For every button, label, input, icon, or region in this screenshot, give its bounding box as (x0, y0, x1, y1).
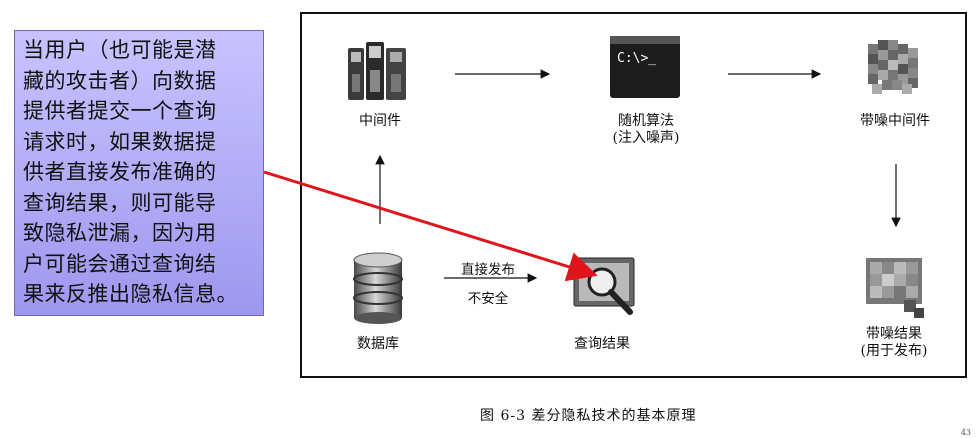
terminal-text: C:\>_ (617, 51, 656, 66)
page-number: 43 (960, 428, 971, 437)
direct-publish-label: 直接发布 (461, 262, 515, 278)
noisy-result-subtitle: (用于发布) (860, 343, 928, 359)
callout-line: 供者直接发布准确的 (23, 160, 217, 184)
noisy-middleware-icon (868, 40, 918, 94)
callout-line: 致隐私泄漏，因为用 (23, 221, 217, 245)
callout-line: 果来反推出隐私信息。 (23, 282, 238, 306)
noisy-result-icon (866, 258, 924, 318)
callout-line: 当用户（也可能是潜 (23, 38, 217, 62)
callout-line: 提供者提交一个查询 (23, 99, 217, 123)
diagram-frame: 中间件 C:\>_ 随机算法 (注入噪声) 带噪中间件 (300, 12, 967, 378)
middleware-icon (348, 42, 406, 100)
noisy-result-label: 带噪结果 (用于发布) (861, 326, 928, 360)
noisy-result-title: 带噪结果 (866, 326, 922, 342)
terminal-icon: C:\>_ (610, 36, 680, 98)
callout-line: 查询结果，则可能导 (23, 190, 217, 215)
callout-line: 户可能会通过查询结 (23, 251, 217, 276)
random-algorithm-subtitle: (注入噪声) (612, 130, 680, 146)
random-algorithm-title: 随机算法 (618, 113, 674, 129)
figure-caption: 图 6-3 差分隐私技术的基本原理 (480, 408, 697, 424)
random-algorithm-label: 随机算法 (注入噪声) (613, 113, 680, 147)
database-label: 数据库 (357, 336, 399, 352)
diagram-arrows (375, 69, 901, 283)
callout-line: 藏的攻击者）向数据 (23, 68, 217, 93)
explanation-callout: 当用户（也可能是潜 藏的攻击者）向数据 提供者提交一个查询 请求时，如果数据提 … (14, 30, 264, 316)
middleware-label: 中间件 (359, 113, 401, 129)
unsafe-label: 不安全 (467, 291, 509, 307)
noisy-middleware-label: 带噪中间件 (860, 113, 930, 129)
database-icon (353, 252, 403, 324)
callout-line: 请求时，如果数据提 (23, 129, 217, 154)
query-result-label: 查询结果 (574, 336, 630, 352)
